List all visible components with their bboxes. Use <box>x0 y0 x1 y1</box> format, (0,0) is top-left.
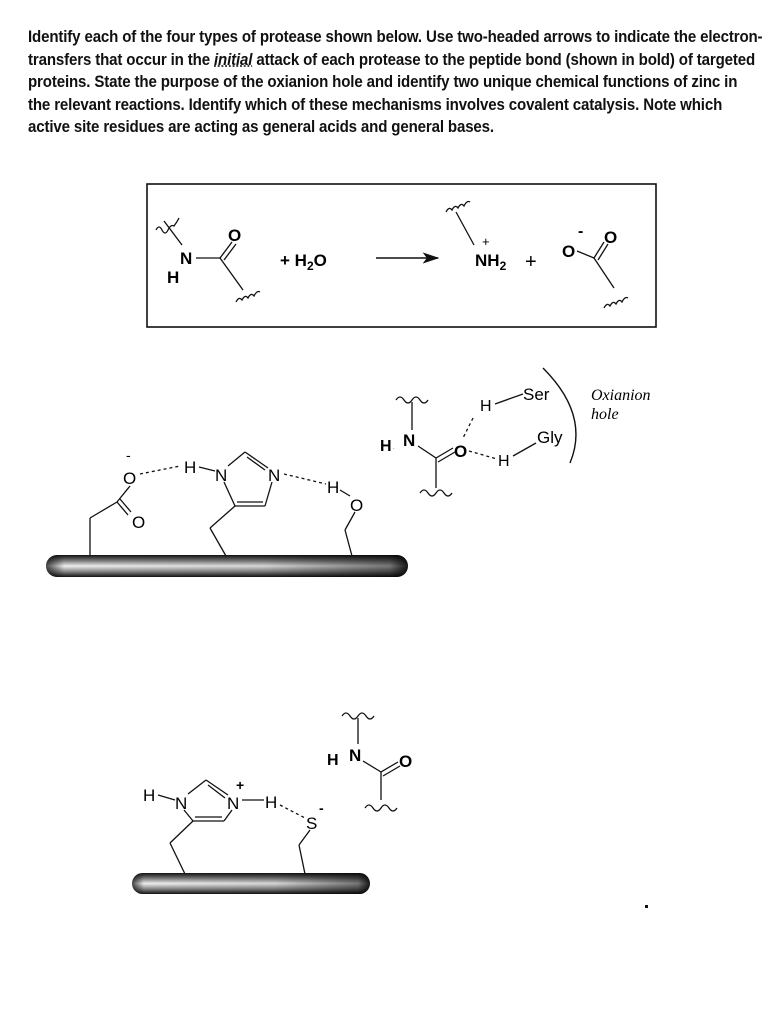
substrate-h-atom: H <box>380 438 392 455</box>
cys-substrate-o-atom: O <box>399 752 412 771</box>
product-carboxylate: - O O <box>562 223 629 309</box>
substrate-o-atom: O <box>454 442 467 461</box>
serine-substrate-peptide: H · N O <box>380 396 467 497</box>
wavy-bond-icon <box>419 489 453 497</box>
cys-s-charge: - <box>319 800 324 816</box>
oxianion-h-ser: H <box>480 398 492 415</box>
instructions-text-part1: Identify each of the four types of prote… <box>28 28 763 69</box>
ser-o: O <box>350 496 363 515</box>
oxianion-hole-label-line1: Oxianion <box>591 387 651 404</box>
product-amine: + NH2 + <box>445 200 537 273</box>
svg-text:+ H2O: + H2O <box>280 251 327 273</box>
question-instructions: Identify each of the four types of prote… <box>28 26 763 139</box>
ser-h: H <box>327 478 339 497</box>
instructions-text-part2: attack of each protease to the peptide b… <box>28 50 756 137</box>
svg-text:NH2: NH2 <box>475 251 507 273</box>
products-plus: + <box>525 251 537 273</box>
asp-o-minus: O <box>123 469 136 488</box>
cys-substrate-n-atom: N <box>349 746 361 765</box>
his-n1: N <box>215 466 227 485</box>
his-h: H <box>184 458 196 477</box>
oxianion-h-gly: H <box>498 453 510 470</box>
reaction-box: N H O + H2O + NH2 + - O O <box>146 183 657 328</box>
cysteine-substrate-peptide: H N O <box>327 712 412 812</box>
wavy-bond-icon <box>364 804 398 812</box>
reactant-n-atom: N <box>180 249 192 268</box>
cys-his-residue: H N + N H <box>143 777 306 875</box>
his-right-n: N <box>227 794 239 813</box>
oxianion-ser-label: Ser <box>523 385 550 404</box>
plus-water-label: + H <box>280 251 307 270</box>
amine-subscript: 2 <box>500 259 507 273</box>
substrate-n-atom: N <box>403 431 415 450</box>
his-n3: N <box>268 466 280 485</box>
oxianion-gly-label: Gly <box>537 428 563 447</box>
carboxylate-o: O <box>604 228 617 247</box>
his-plus-charge: + <box>236 777 244 793</box>
his-left-n: N <box>175 794 187 813</box>
wavy-bond-icon <box>603 296 629 309</box>
amine-charge: + <box>482 234 490 249</box>
water-reactant: + H2O <box>280 251 327 273</box>
cys-substrate-h-atom: H <box>327 752 339 769</box>
catalytic-triad: - O O H N N H O <box>89 447 363 557</box>
reaction-box-border <box>146 183 657 328</box>
cys-s-atom: S <box>306 814 317 833</box>
svg-text:·: · <box>393 446 395 452</box>
carboxylate-charge: - <box>578 223 583 240</box>
water-oxygen: O <box>314 251 327 270</box>
wavy-bond-icon <box>395 396 429 404</box>
his-left-h: H <box>143 786 155 805</box>
wavy-bond-icon <box>235 290 261 303</box>
amine-label: NH <box>475 251 500 270</box>
wavy-bond-icon <box>445 200 471 213</box>
wavy-bond-icon <box>341 712 375 720</box>
cysteine-protease-diagram: H N O H N + N H <box>132 712 412 894</box>
serine-protease-diagram: H · N O H Ser H Gly Oxianion hole <box>46 367 651 577</box>
his-right-h: H <box>265 793 277 812</box>
reactant-peptide-bond: N H O <box>155 217 261 303</box>
reactant-h-atom: H <box>167 268 179 287</box>
water-subscript: 2 <box>307 259 314 273</box>
stray-mark <box>645 905 648 908</box>
oxianion-hole: H Ser H Gly Oxianion hole <box>462 367 651 470</box>
instructions-emphasis-initial: initial <box>214 50 253 69</box>
asp-o: O <box>132 513 145 532</box>
cys-residue: - S <box>298 800 324 875</box>
wavy-bond-icon <box>155 217 180 234</box>
reactant-o-atom: O <box>228 226 241 245</box>
oxianion-bracket-icon <box>542 367 577 464</box>
oxianion-hole-label-line2: hole <box>591 406 619 423</box>
asp-charge: - <box>126 447 131 463</box>
carboxylate-o-minus: O <box>562 242 575 261</box>
